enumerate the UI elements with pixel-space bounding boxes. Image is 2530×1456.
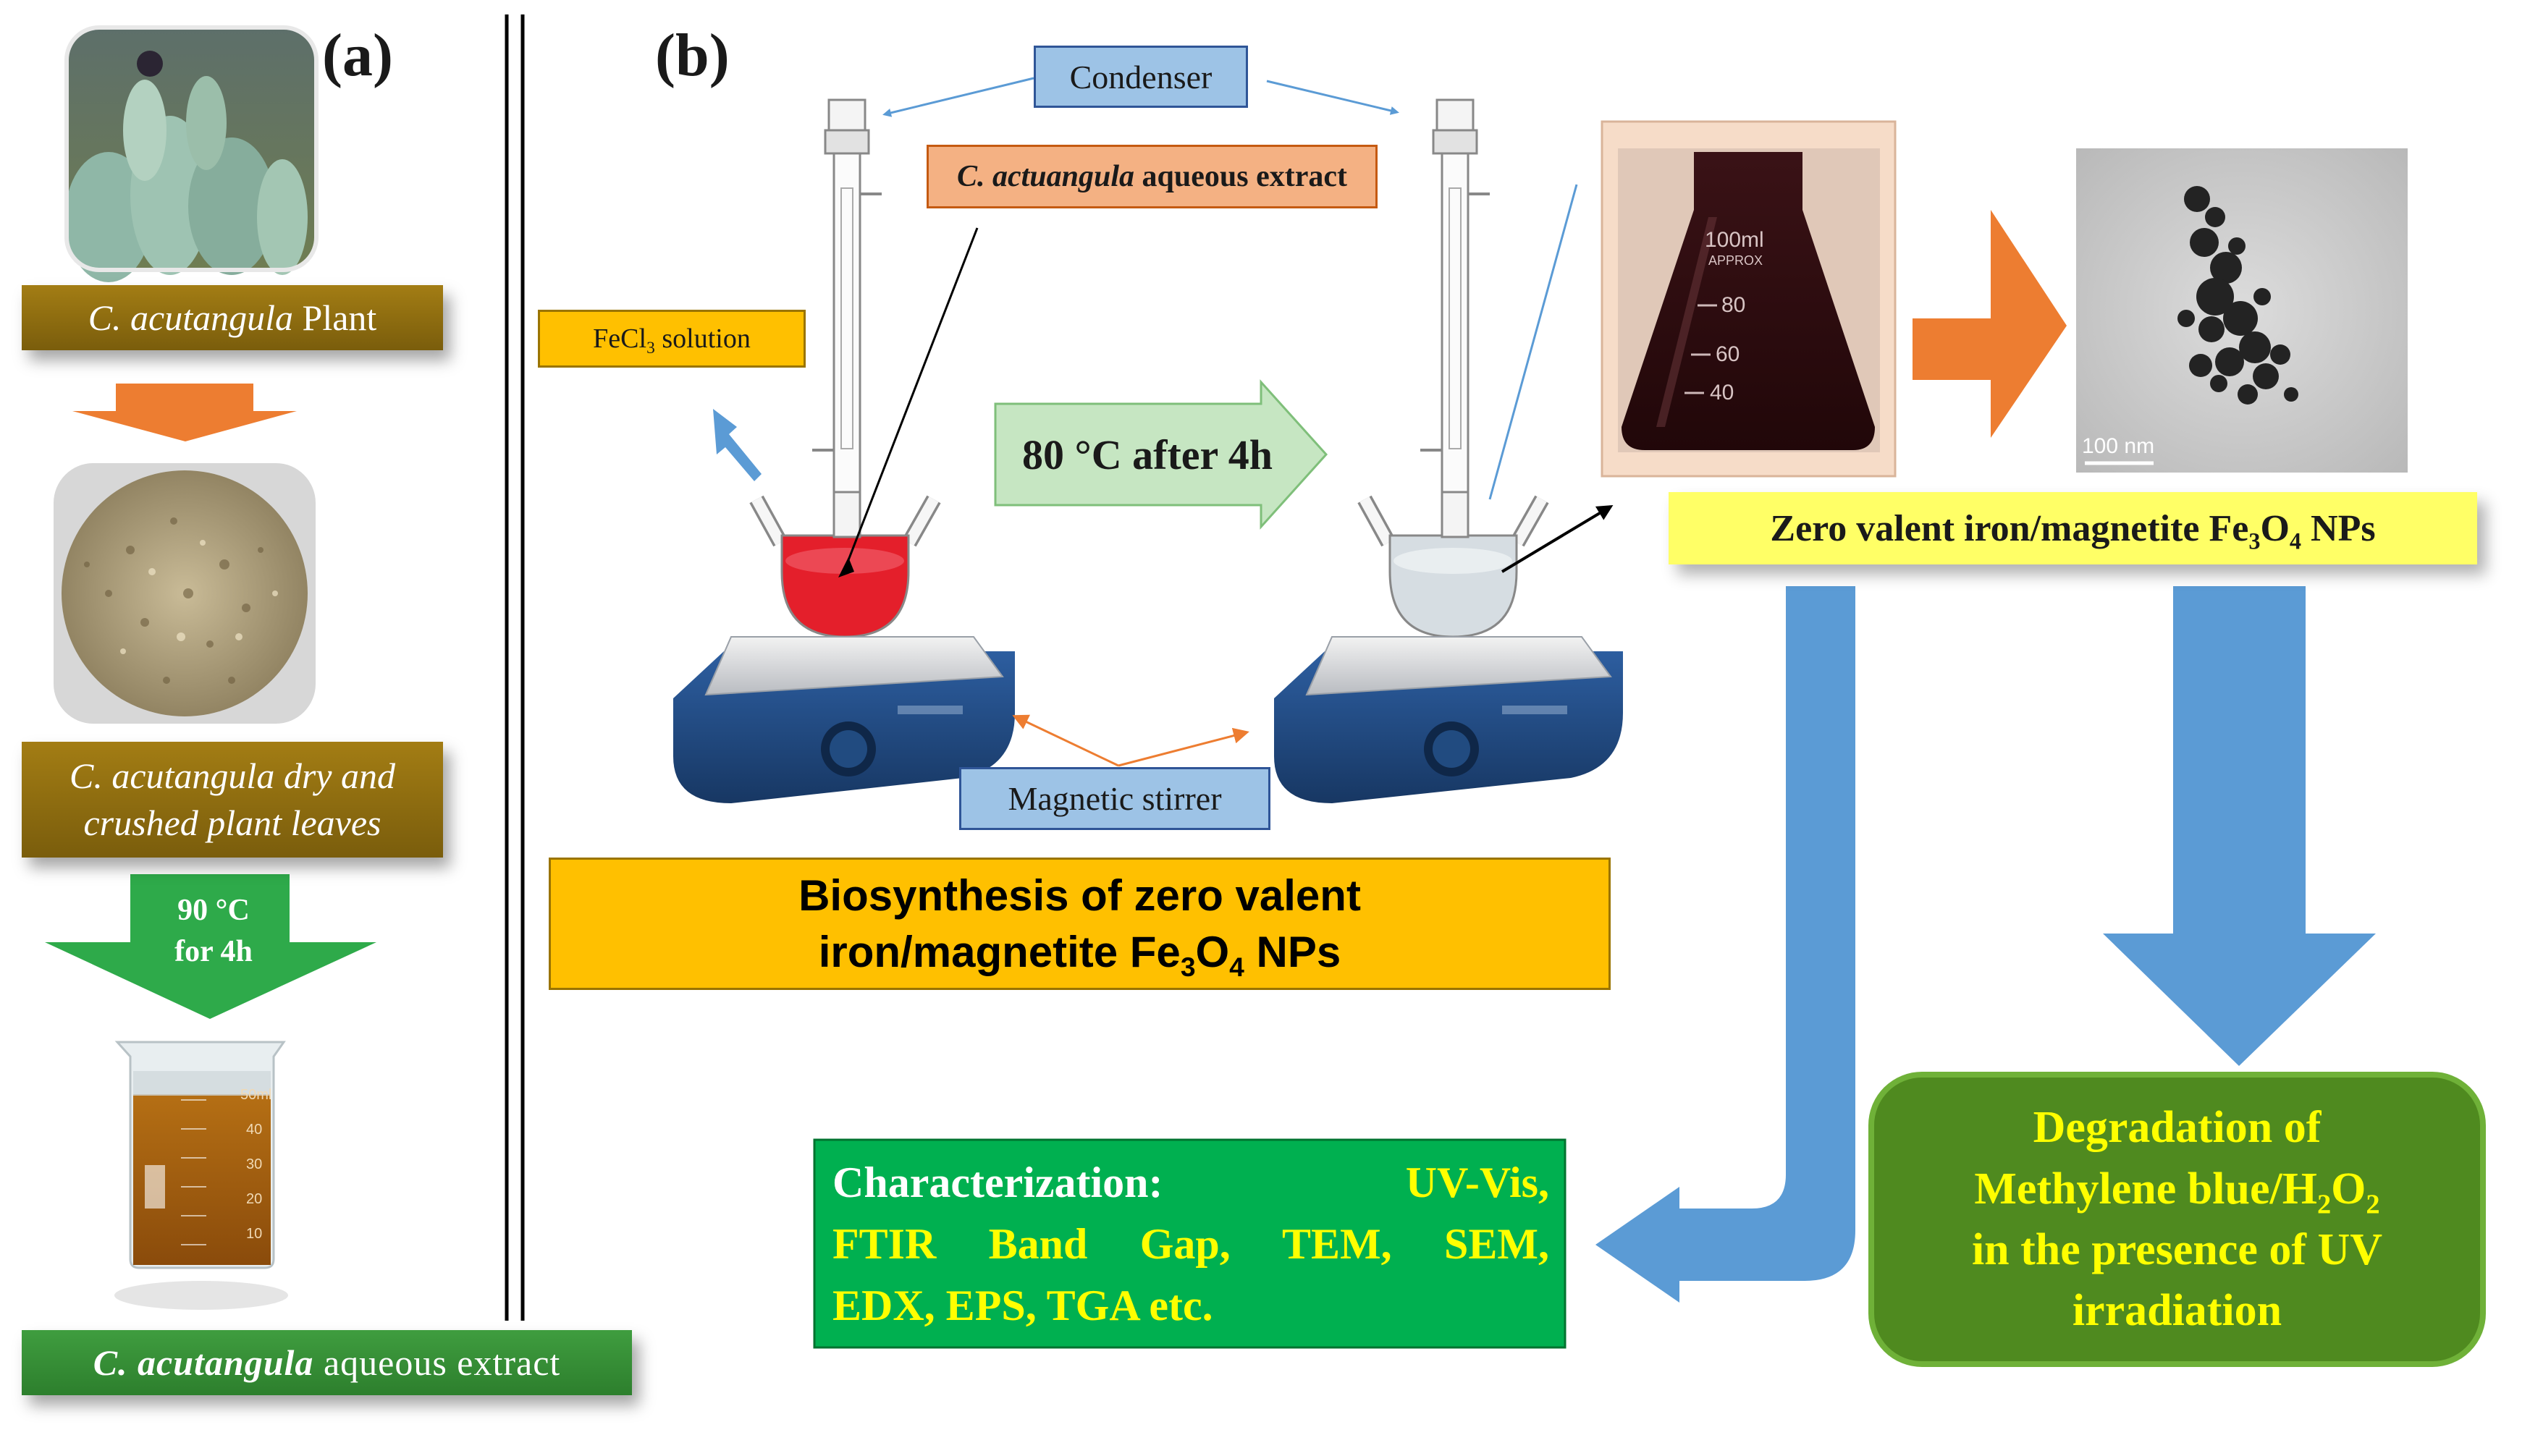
- degradation-text: Degradation of Methylene blue/H2O2 in th…: [1971, 1103, 2383, 1336]
- right-magnetic-stirrer: [1274, 636, 1623, 803]
- extract-label: C. acutangula aqueous extract: [22, 1330, 632, 1395]
- beaker-mark-20: 20: [246, 1191, 263, 1207]
- product-label: Zero valent iron/magnetite Fe3O4 NPs: [1669, 492, 2477, 564]
- panel-label-a: (a): [322, 22, 393, 89]
- flask-mark-80: 80: [1721, 293, 1746, 317]
- blue-down-arrow: [2103, 586, 2376, 1066]
- beaker-illustration: [114, 1041, 288, 1310]
- condenser-pointer-left: [882, 77, 1034, 117]
- flask-approx-label: APPROX: [1708, 253, 1763, 268]
- panel-label-b: (b): [655, 22, 730, 89]
- aqueous-extract-label: C. actuangula aqueous extract: [927, 145, 1378, 208]
- characterization-box: [813, 1138, 1567, 1349]
- stirrer-pointer-left: [1012, 714, 1119, 767]
- product-pointer: [1501, 504, 1614, 573]
- flask-photo: [1601, 120, 1897, 478]
- zoom-line: [1488, 184, 1578, 500]
- condenser-label: Condenser: [1034, 46, 1248, 108]
- characterization-text: Characterization: UV-Vis, FTIR Band Gap,…: [832, 1159, 1549, 1330]
- beaker-mark-10: 10: [246, 1226, 263, 1242]
- beaker-mark-30: 30: [246, 1156, 263, 1172]
- flask-mark-60: 60: [1716, 342, 1740, 366]
- reaction-condition-label: 80 °C after 4h: [1022, 431, 1273, 478]
- stirrer-pointer-right: [1118, 727, 1249, 767]
- orange-down-arrow: [72, 384, 297, 441]
- fecl3-label: FeCl3 solution: [538, 310, 806, 368]
- left-magnetic-stirrer: [673, 636, 1015, 803]
- green-down-arrow: [45, 874, 376, 1019]
- crushed-leaves-photo: [54, 463, 316, 724]
- extract-pointer-line: [842, 227, 979, 574]
- plant-photo: [64, 25, 319, 282]
- heat-condition-label: 90 °C for 4h: [174, 894, 253, 968]
- tem-scale-label: 100 nm: [2082, 434, 2155, 458]
- fecl3-blue-arrow: [713, 409, 762, 481]
- degradation-box: [1868, 1072, 2486, 1367]
- leaves-label: C. acutangula dry and crushed plant leav…: [22, 742, 443, 858]
- condenser-pointer-right: [1266, 80, 1399, 115]
- reaction-arrow: [994, 379, 1328, 530]
- extract-pointer-head: [838, 557, 854, 577]
- blue-l-arrow: [1595, 586, 1855, 1303]
- orange-right-arrow: [1913, 210, 2067, 438]
- tem-image: [2076, 148, 2408, 473]
- right-reflux-apparatus: [1357, 98, 1549, 638]
- biosynthesis-title: Biosynthesis of zero valent iron/magneti…: [549, 858, 1611, 990]
- flask-volume-label: 100ml: [1705, 228, 1764, 252]
- magnetic-stirrer-label: Magnetic stirrer: [959, 767, 1270, 830]
- beaker-mark-40: 40: [246, 1122, 263, 1138]
- beaker-mark-50: 50ml: [240, 1087, 272, 1103]
- plant-label: C. acutangula Plant: [22, 285, 443, 350]
- left-reflux-apparatus: [749, 98, 941, 638]
- flask-mark-40: 40: [1710, 381, 1734, 405]
